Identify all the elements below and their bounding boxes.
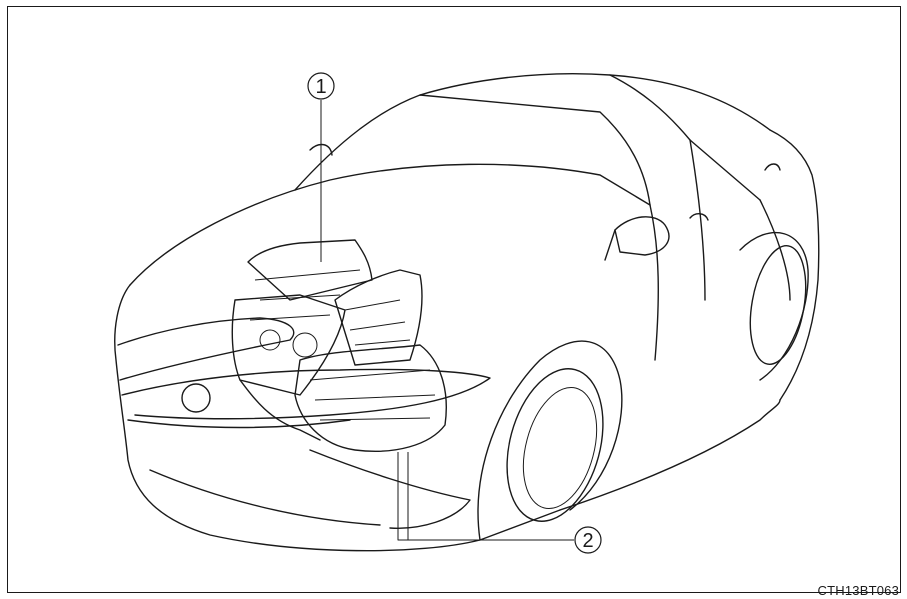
car-body	[114, 73, 820, 552]
callout-1-circle	[307, 72, 335, 100]
callout-2-circle	[574, 526, 602, 554]
engine-assembly	[231, 239, 447, 452]
callout-2-group: 2	[397, 452, 602, 554]
callout-2-leader-a	[397, 452, 574, 541]
figure-frame	[7, 6, 901, 593]
figure-code: CTH13BT063	[817, 583, 899, 598]
callout-2-label: 2	[582, 530, 593, 552]
callout-1-group: 1	[307, 72, 335, 262]
callout-1-label: 1	[315, 76, 326, 98]
